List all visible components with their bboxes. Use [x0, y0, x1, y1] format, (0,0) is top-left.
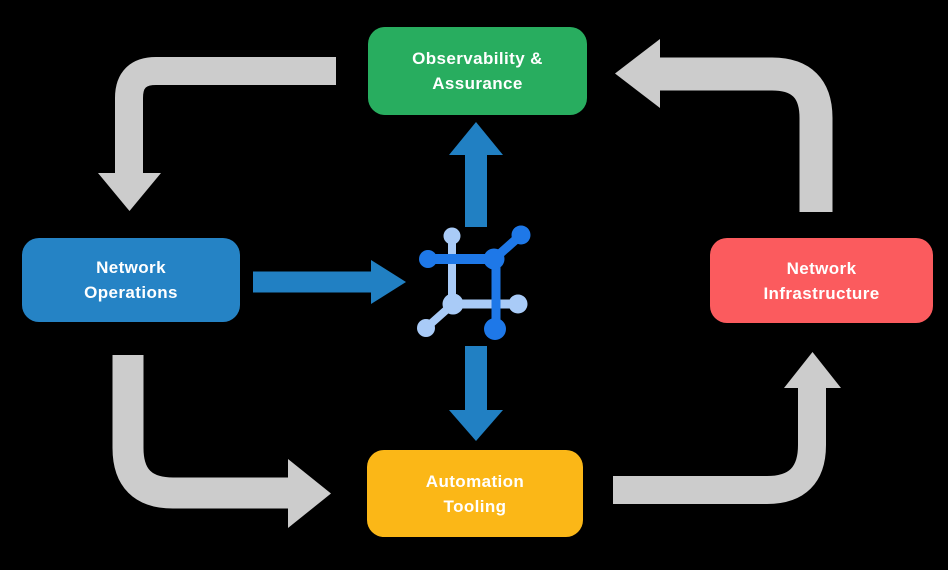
node-network-operations: Network Operations — [22, 238, 240, 322]
cycle-arrow-top-left — [98, 57, 336, 211]
node-infrastructure-label: Network Infrastructure — [763, 258, 880, 303]
node-operations-label: Network Operations — [84, 258, 178, 302]
cycle-arrow-bottom-left-head — [288, 459, 331, 528]
hub-node-bottom-left — [417, 319, 435, 337]
network-hub-icon — [417, 225, 531, 340]
cycle-arrow-bottom-left-shaft — [112, 355, 289, 509]
hub-node-right — [508, 294, 528, 314]
hub-node-corner-top-right — [483, 248, 505, 270]
flow-arrow-right — [253, 260, 406, 304]
cycle-arrow-bottom-right — [613, 352, 841, 504]
node-observability-assurance: Observability & Assurance — [368, 27, 587, 115]
flow-arrow-down — [449, 346, 503, 441]
hub-node-top-right — [511, 225, 531, 245]
node-automation-tooling: Automation Tooling — [367, 450, 583, 537]
cycle-arrow-top-left-shaft — [115, 57, 336, 174]
cycle-arrow-bottom-left — [112, 355, 331, 528]
cycle-arrow-top-right — [615, 39, 833, 212]
node-network-infrastructure: Network Infrastructure — [710, 238, 933, 323]
cycle-arrow-bottom-right-head — [784, 352, 841, 388]
flow-arrow-right-head — [371, 260, 406, 304]
node-observability-label: Observability & Assurance — [412, 49, 543, 93]
hub-node-corner-bottom-left — [442, 293, 464, 315]
node-automation-label: Automation Tooling — [425, 471, 525, 516]
cycle-arrow-top-right-shaft — [660, 57, 833, 212]
flow-arrow-up — [449, 122, 503, 227]
cycle-arrow-top-right-head — [615, 39, 660, 108]
hub-node-left — [419, 250, 437, 268]
flow-arrow-down-head — [449, 410, 503, 441]
hub-node-top — [443, 227, 461, 245]
cycle-arrow-bottom-right-shaft — [613, 387, 826, 504]
flow-arrow-up-head — [449, 122, 503, 155]
cycle-arrow-top-left-head — [98, 173, 161, 211]
hub-node-bottom — [484, 318, 506, 340]
